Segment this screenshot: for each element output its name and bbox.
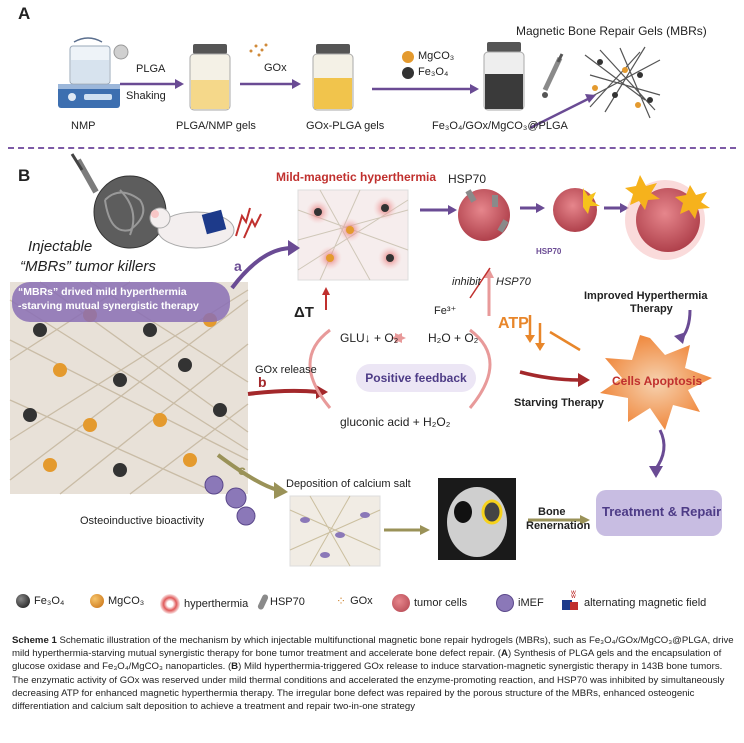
legend-imef: iMEF [496, 594, 544, 612]
cells-apoptosis-label: Cells Apoptosis [612, 374, 703, 388]
caption-b: B [231, 661, 239, 673]
fe3o4-legend-icon [16, 594, 30, 608]
atp-label: ATP [498, 315, 529, 332]
legend-hyperthermia: hyperthermia [160, 594, 248, 614]
plga-label: PLGA [136, 63, 166, 75]
injectable-line2: “MBRs” tumor killers [20, 258, 156, 275]
banner-line2: -starving mutual synergistic therapy [18, 300, 199, 312]
banner-line1: “MBRs” drived mild hyperthermia [18, 286, 187, 298]
fe3o4-label: Fe₃O₄ [418, 66, 449, 78]
tumor-cell-heated-icon [553, 188, 597, 232]
gox-label: GOx [264, 62, 287, 74]
mgco3-label: MgCO₃ [418, 50, 455, 62]
fe3o4-particle-icon [402, 67, 414, 79]
mgco3-legend-icon [90, 594, 104, 608]
legend-hsp70: HSP70 [256, 593, 305, 611]
gluconic-equation: gluconic acid + H₂O₂ [340, 415, 451, 429]
legend-mgco3: MgCO₃ [90, 594, 144, 608]
caption-text2: ) Synthesis of PLGA gels and the encapsu… [12, 648, 722, 673]
injectable-line1: Injectable [28, 238, 93, 255]
calcium-deposition-scene [289, 495, 381, 567]
hsp70-inhibited-label: HSP70 [496, 276, 531, 288]
imef-cell-icons [204, 475, 256, 526]
treatment-label: Treatment & Repair [602, 504, 722, 519]
panel-a-graphics [58, 37, 661, 130]
hot-plate-icon [58, 84, 120, 108]
legend-gox: ⁘ GOx [336, 594, 373, 608]
caption-a: A [501, 648, 508, 660]
inhibit-label: inhibit [452, 276, 481, 288]
h2o-equation: H₂O + O₂ [428, 331, 479, 345]
delta-t-label: ΔT [294, 304, 314, 321]
therapy-banner [12, 282, 230, 322]
syringe-icon [542, 53, 564, 98]
nmp-label: NMP [71, 120, 96, 132]
caption-text1: Schematic illustration of the mechanism … [12, 635, 734, 660]
deposition-label: Deposition of calcium salt [286, 478, 411, 490]
figure-caption: Scheme 1 Schematic illustration of the m… [12, 634, 734, 713]
gox-plga-vial-icon [312, 44, 354, 111]
legend-fe3o4: Fe₃O₄ [16, 594, 64, 608]
beaker-icon [69, 45, 111, 85]
osteo-label: Osteoinductive bioactivity [80, 515, 205, 527]
panel-divider [8, 147, 736, 149]
bone-line1: Bone [538, 506, 566, 518]
legend-amf: ʬ alternating magnetic field [562, 590, 706, 612]
final-gel-label: Fe₃O₄/GOx/MgCO₃@PLGA [432, 120, 568, 132]
plga-nmp-vial-icon [189, 44, 231, 111]
hsp70-small-label: HSP70 [536, 247, 562, 256]
hsp70-label: HSP70 [448, 172, 487, 186]
mbrs-title: Magnetic Bone Repair Gels (MBRs) [516, 24, 707, 38]
gox-gels-label: GOx-PLGA gels [306, 120, 385, 132]
positive-feedback-pill: Positive feedback [356, 364, 476, 392]
improved-line1: Improved Hyperthermia [584, 290, 708, 302]
gox-release-label: GOx release [255, 364, 317, 376]
panel-b-letter: B [18, 166, 31, 185]
fe3-label: Fe³⁺ [434, 305, 457, 317]
amf-coil-icon [235, 207, 262, 239]
injection-syringe-icon [70, 153, 99, 194]
path-a-label: a [234, 258, 242, 274]
glu-equation: GLU↓ + O₂ [340, 331, 399, 345]
bone-line2: Renernation [526, 520, 591, 532]
plga-gels-label: PLGA/NMP gels [176, 120, 256, 132]
plga-powder-icon [113, 44, 129, 60]
caption-scheme: Scheme 1 [12, 635, 57, 646]
panel-a-letter: A [18, 4, 31, 23]
shaking-label: Shaking [126, 90, 166, 102]
mouse-icon [149, 207, 235, 249]
mgco3-particle-icon [402, 51, 414, 63]
gox-dots-icon [249, 43, 268, 57]
starving-label: Starving Therapy [514, 397, 604, 409]
mild-hyperthermia-label: Mild-magnetic hyperthermia [276, 170, 437, 184]
amf-legend-icon: ʬ [562, 590, 580, 612]
gox-legend-icon: ⁘ [336, 594, 347, 608]
improved-line2: Therapy [630, 303, 673, 315]
tumor-cell-icon [458, 189, 510, 241]
legend-tumor: tumor cells [392, 594, 467, 612]
mbr-mesh-icon [584, 46, 661, 119]
final-gel-vial-icon [483, 42, 525, 111]
tumor-legend-icon [392, 594, 410, 612]
hsp70-legend-icon [256, 593, 270, 611]
treatment-pill-bg [596, 490, 722, 536]
path-b-label: b [258, 374, 267, 390]
caption-text3: ) Mild hyperthermia-triggered GOx releas… [12, 661, 725, 713]
imef-legend-icon [496, 594, 514, 612]
hyperthermia-legend-icon [160, 594, 180, 614]
apoptosis-burst-icon [600, 335, 712, 430]
path-c-label: c [238, 462, 246, 478]
panel-b-graphics [9, 153, 722, 567]
